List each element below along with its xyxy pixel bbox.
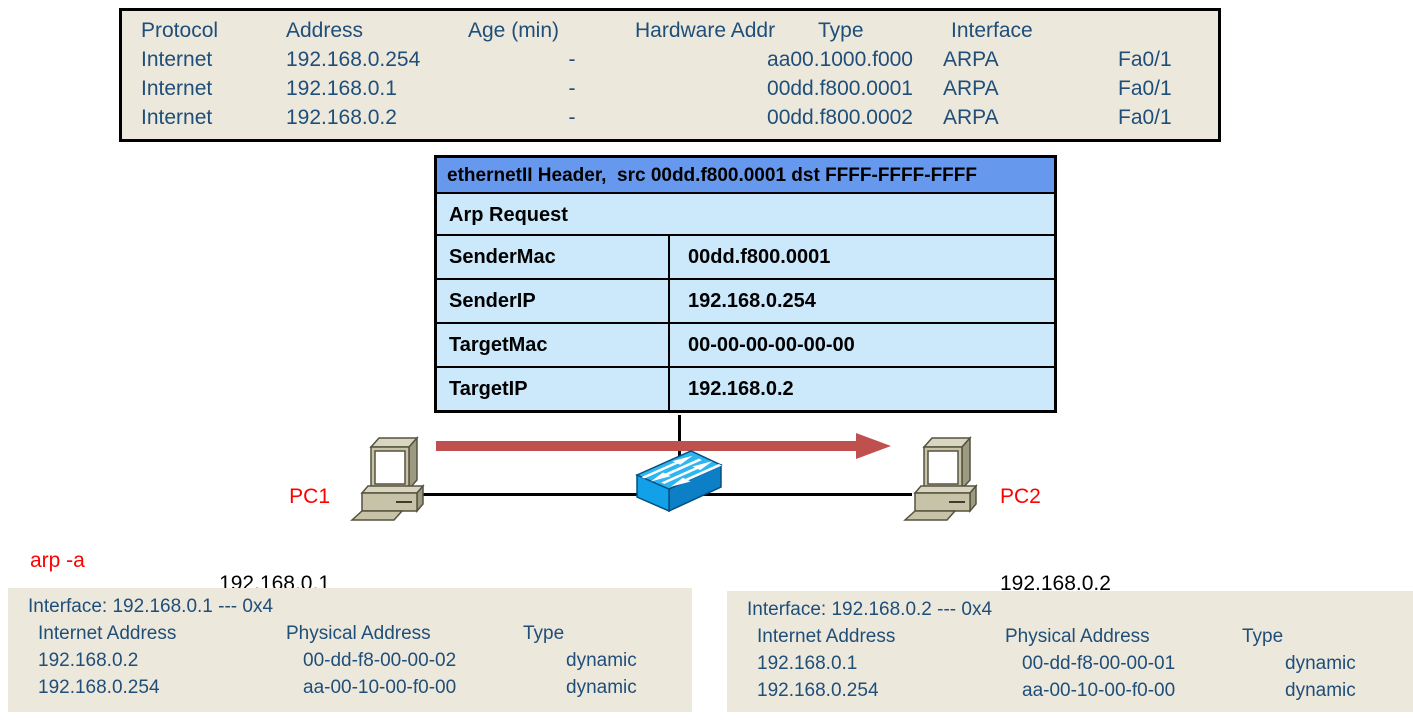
pc1-computer-icon	[350, 436, 425, 521]
cell-internet-address: 192.168.0.254	[757, 680, 879, 701]
cell-hardware-addr: aa00.1000.f000	[767, 48, 913, 71]
cell-physical-address: 00-dd-f8-00-00-02	[303, 650, 457, 671]
cell-protocol: Internet	[141, 48, 213, 71]
field-label-senderip: SenderIP	[437, 280, 670, 322]
cell-internet-address: 192.168.0.254	[38, 677, 160, 698]
pc1-name-label: PC1	[289, 485, 330, 508]
cisco-arp-header-row: Protocol Address Age (min) Hardware Addr…	[122, 19, 1218, 48]
field-value-targetip: 192.168.0.2	[688, 378, 794, 400]
interface-line-text: Interface: 192.168.0.2 --- 0x4	[747, 599, 993, 620]
packet-field-row: TargetMac 00-00-00-00-00-00	[437, 324, 1054, 368]
cell-interface: Fa0/1	[1118, 77, 1172, 100]
col-header-interface: Interface	[951, 19, 1033, 42]
cell-type: ARPA	[943, 77, 999, 100]
packet-to-switch-connector-line	[678, 415, 681, 465]
col-header-type: Type	[818, 19, 864, 42]
cell-type: dynamic	[566, 677, 637, 698]
col-header-internet-address: Internet Address	[38, 623, 177, 644]
field-value-senderip: 192.168.0.254	[688, 290, 816, 312]
col-header-internet-address: Internet Address	[757, 626, 896, 647]
arp-output-box-pc1: Interface: 192.168.0.1 --- 0x4 Internet …	[8, 588, 692, 712]
cell-physical-address: 00-dd-f8-00-00-01	[1022, 653, 1176, 674]
cell-internet-address: 192.168.0.1	[757, 653, 858, 674]
field-label-targetmac: TargetMac	[437, 324, 670, 366]
col-header-age: Age (min)	[468, 19, 560, 42]
interface-line: Interface: 192.168.0.2 --- 0x4	[727, 599, 1413, 626]
table-row: 192.168.0.2 00-dd-f8-00-00-02 dynamic	[8, 650, 692, 677]
cell-type: dynamic	[1285, 680, 1356, 701]
field-value-targetmac: 00-00-00-00-00-00	[688, 334, 855, 356]
packet-field-row: SenderMac 00dd.f800.0001	[437, 236, 1054, 280]
cell-interface: Fa0/1	[1118, 106, 1172, 129]
table-row: Internet 192.168.0.2 - 00dd.f800.0002 AR…	[122, 106, 1218, 135]
arp-request-title-row: Arp Request	[437, 194, 1054, 236]
packet-field-row: TargetIP 192.168.0.2	[437, 368, 1054, 410]
arp-output-header-row: Internet Address Physical Address Type	[8, 623, 692, 650]
cell-physical-address: aa-00-10-00-f0-00	[303, 677, 457, 698]
table-row: Internet 192.168.0.254 - aa00.1000.f000 …	[122, 48, 1218, 77]
field-label-sendermac: SenderMac	[437, 236, 670, 278]
cell-age: -	[568, 77, 576, 100]
col-header-type: Type	[1242, 626, 1284, 647]
col-header-address: Address	[286, 19, 364, 42]
cell-physical-address: aa-00-10-00-f0-00	[1022, 680, 1176, 701]
cell-protocol: Internet	[141, 77, 213, 100]
col-header-physical-address: Physical Address	[1005, 626, 1150, 647]
pc2-computer-icon	[903, 436, 978, 521]
pc2-name-label: PC2	[1000, 485, 1041, 508]
cisco-arp-table: Protocol Address Age (min) Hardware Addr…	[119, 8, 1221, 142]
cell-type: ARPA	[943, 48, 999, 71]
col-header-physical-address: Physical Address	[286, 623, 431, 644]
switch-icon	[635, 450, 723, 513]
cell-hardware-addr: 00dd.f800.0001	[767, 77, 913, 100]
col-header-protocol: Protocol	[141, 19, 219, 42]
cell-age: -	[568, 48, 576, 71]
arp-output-header-row: Internet Address Physical Address Type	[727, 626, 1413, 653]
cell-address: 192.168.0.254	[286, 48, 421, 71]
packet-detail-table: ethernetII Header, src 00dd.f800.0001 ds…	[434, 155, 1057, 413]
interface-line-text: Interface: 192.168.0.1 --- 0x4	[28, 596, 274, 617]
arp-output-box-pc2: Interface: 192.168.0.2 --- 0x4 Internet …	[727, 591, 1413, 712]
col-header-hardware-addr: Hardware Addr	[635, 19, 776, 42]
cell-address: 192.168.0.1	[286, 77, 397, 100]
cell-interface: Fa0/1	[1118, 48, 1172, 71]
cell-hardware-addr: 00dd.f800.0002	[767, 106, 913, 129]
cell-age: -	[568, 106, 576, 129]
field-label-targetip: TargetIP	[437, 368, 670, 410]
col-header-type: Type	[523, 623, 565, 644]
table-row: 192.168.0.1 00-dd-f8-00-00-01 dynamic	[727, 653, 1413, 680]
cell-internet-address: 192.168.0.2	[38, 650, 139, 671]
field-value-sendermac: 00dd.f800.0001	[688, 246, 831, 268]
table-row: Internet 192.168.0.1 - 00dd.f800.0001 AR…	[122, 77, 1218, 106]
cell-address: 192.168.0.2	[286, 106, 397, 129]
pc2-ip-label: 192.168.0.2	[1000, 572, 1111, 595]
interface-line: Interface: 192.168.0.1 --- 0x4	[8, 596, 692, 623]
cell-protocol: Internet	[141, 106, 213, 129]
broadcast-arrow-icon	[436, 433, 891, 459]
packet-field-row: SenderIP 192.168.0.254	[437, 280, 1054, 324]
table-row: 192.168.0.254 aa-00-10-00-f0-00 dynamic	[8, 677, 692, 704]
cell-type: dynamic	[1285, 653, 1356, 674]
table-row: 192.168.0.254 aa-00-10-00-f0-00 dynamic	[727, 680, 1413, 707]
arp-command-text: arp -a	[30, 549, 85, 572]
ethernet-header-row: ethernetII Header, src 00dd.f800.0001 ds…	[437, 158, 1054, 194]
cell-type: dynamic	[566, 650, 637, 671]
cell-type: ARPA	[943, 106, 999, 129]
